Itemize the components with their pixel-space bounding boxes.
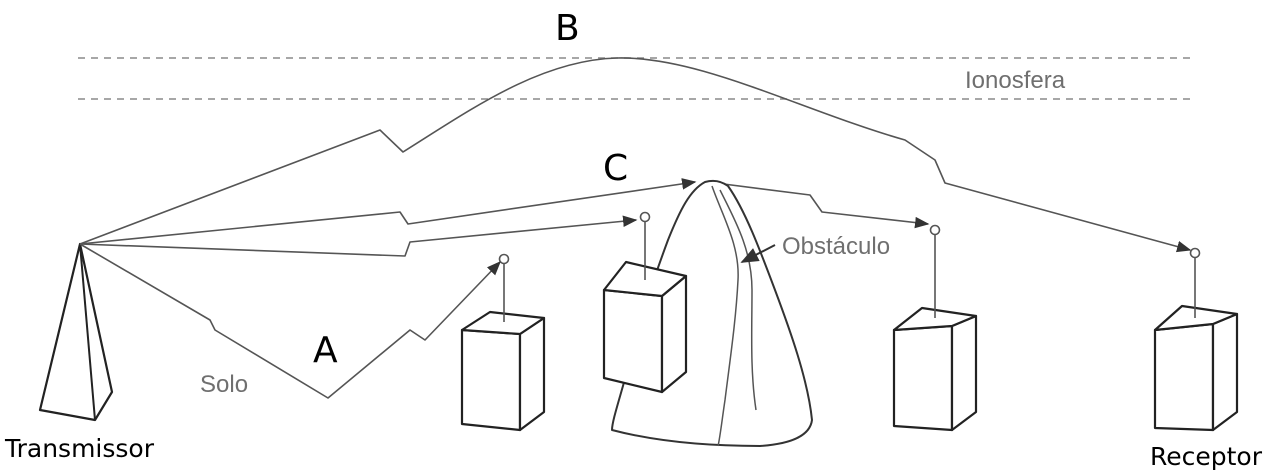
receptor-box xyxy=(1153,247,1239,432)
path-c-ray xyxy=(79,178,697,245)
label-path-b: B xyxy=(555,8,580,49)
receiver-box-3 xyxy=(892,224,978,432)
receiver-box-2 xyxy=(602,211,688,394)
label-ground: Solo xyxy=(200,371,248,398)
label-transmitter: Transmissor xyxy=(4,434,155,463)
transmitter-tower xyxy=(38,242,114,422)
direct-ray xyxy=(79,215,638,257)
label-path-a: A xyxy=(313,330,338,371)
label-obstacle: Obstáculo xyxy=(782,233,890,260)
path-c-diffracted-ray xyxy=(707,181,930,229)
label-receiver: Receptor xyxy=(1150,442,1263,471)
path-b-ray xyxy=(79,57,1192,253)
path-a-ray xyxy=(79,243,501,399)
label-path-c: C xyxy=(603,148,628,189)
receiver-box-1 xyxy=(460,253,546,432)
label-ionosphere: Ionosfera xyxy=(965,67,1066,94)
